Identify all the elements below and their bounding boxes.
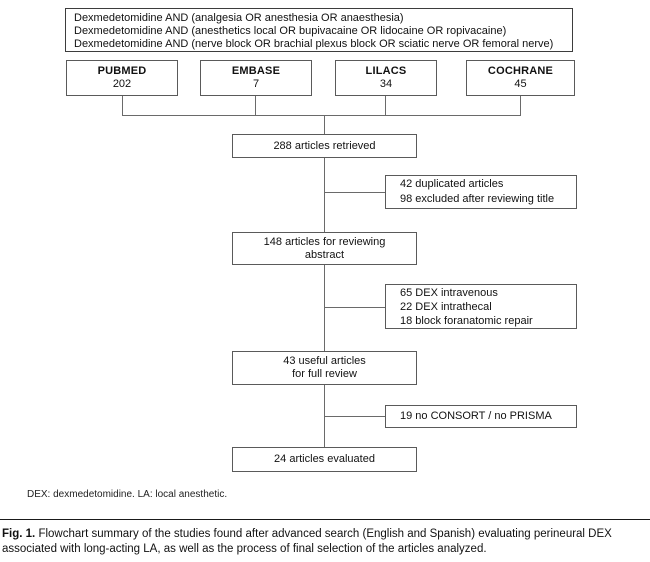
- connector-centre-drop: [324, 115, 325, 134]
- box-line: 43 useful articles: [283, 355, 366, 367]
- connector-branch-duplicated: [325, 192, 385, 193]
- connector-stub-lilacs: [385, 96, 386, 115]
- search-term-line-1: Dexmedetomidine AND (analgesia OR anesth…: [74, 12, 404, 24]
- box-articles-retrieved: 288 articles retrieved: [232, 134, 417, 158]
- database-count: 45: [514, 78, 527, 90]
- caption-label: Fig. 1.: [2, 528, 36, 540]
- box-line: 42 duplicated articles: [400, 178, 504, 190]
- database-name: EMBASE: [231, 65, 281, 77]
- box-articles-abstract-review: 148 articles for reviewing abstract: [232, 232, 417, 265]
- search-terms-box: Dexmedetomidine AND (analgesia OR anesth…: [65, 8, 573, 52]
- box-articles-evaluated: 24 articles evaluated: [232, 447, 417, 472]
- box-line: 288 articles retrieved: [273, 139, 376, 152]
- connector-merge-bar: [122, 115, 521, 116]
- database-count: 34: [379, 78, 393, 90]
- box-line: 65 DEX intravenous: [400, 286, 498, 299]
- figure-caption: Fig. 1. Flowchart summary of the studies…: [2, 527, 648, 557]
- abbreviation-footnote: DEX: dexmedetomidine. LA: local anesthet…: [27, 489, 228, 500]
- database-name: PUBMED: [97, 65, 147, 77]
- box-articles-full-review: 43 useful articles for full review: [232, 351, 417, 385]
- box-line: for full review: [292, 368, 357, 380]
- database-box-cochrane: COCHRANE 45: [466, 60, 575, 96]
- connector-stub-embase: [255, 96, 256, 115]
- database-count: 7: [252, 78, 260, 90]
- database-name: LILACS: [365, 65, 407, 77]
- database-name: COCHRANE: [487, 65, 554, 77]
- box-line: 98 excluded after reviewing title: [400, 193, 555, 205]
- connector-branch-consort: [325, 416, 385, 417]
- box-line: 19 no CONSORT / no PRISMA: [400, 410, 552, 422]
- caption-text-line-2: associated with long-acting LA, as well …: [2, 543, 487, 555]
- box-line: abstract: [304, 248, 345, 261]
- exclusion-box-consort: 19 no CONSORT / no PRISMA: [385, 405, 577, 428]
- connector-trunk-3: [324, 385, 325, 447]
- exclusion-box-duplicated: 42 duplicated articles 98 excluded after…: [385, 175, 577, 209]
- box-line: 22 DEX intrathecal: [400, 300, 492, 313]
- database-count: 202: [112, 78, 132, 90]
- connector-stub-cochrane: [520, 96, 521, 115]
- exclusion-box-dex-routes: 65 DEX intravenous 22 DEX intrathecal 18…: [385, 284, 577, 329]
- database-box-pubmed: PUBMED 202: [66, 60, 178, 96]
- connector-stub-pubmed: [122, 96, 123, 115]
- connector-branch-dex-routes: [325, 307, 385, 308]
- box-line: 18 block foranatomic repair: [400, 314, 533, 327]
- caption-divider: [0, 519, 650, 520]
- search-term-line-3: Dexmedetomidine AND (nerve block OR brac…: [74, 38, 554, 50]
- caption-text-line-1: Flowchart summary of the studies found a…: [38, 528, 612, 540]
- connector-trunk-1: [324, 158, 325, 232]
- search-term-line-2: Dexmedetomidine AND (anesthetics local O…: [74, 25, 507, 37]
- database-box-embase: EMBASE 7: [200, 60, 312, 96]
- connector-trunk-2: [324, 265, 325, 351]
- box-line: 148 articles for reviewing: [263, 235, 386, 248]
- box-line: 24 articles evaluated: [274, 453, 375, 465]
- database-box-lilacs: LILACS 34: [335, 60, 437, 96]
